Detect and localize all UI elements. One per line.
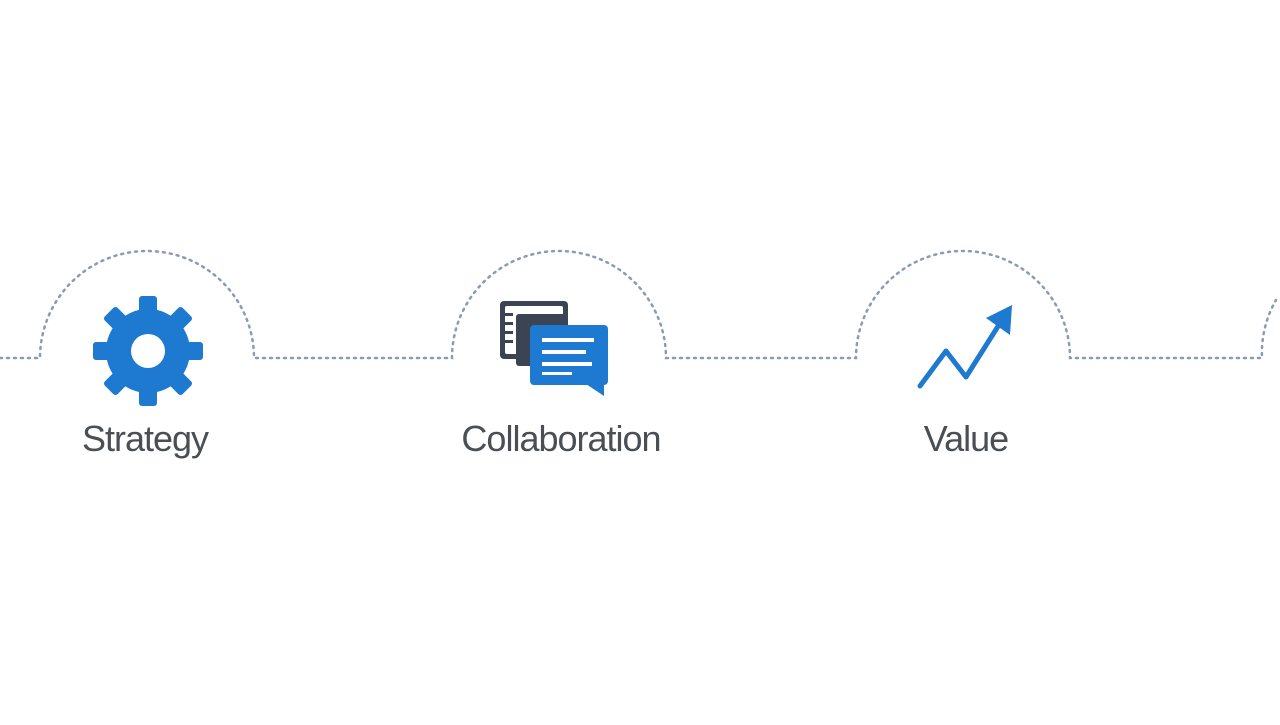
gear-icon [93,296,203,406]
step-label-value: Value [923,418,1009,459]
dotted-connector-line [0,249,1278,360]
step-label-collaboration: Collaboration [461,418,661,459]
trend-arrow-icon [917,305,1012,389]
chat-documents-icon [500,301,608,396]
step-label-strategy: Strategy [81,418,209,459]
